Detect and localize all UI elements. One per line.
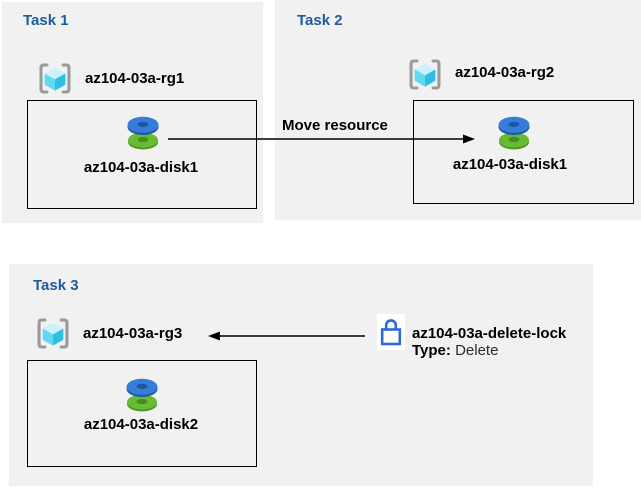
delete-lock-type: Type: Delete: [412, 342, 498, 359]
managed-disk-icon: [120, 375, 164, 413]
managed-disk-icon: [121, 113, 165, 151]
task1-disk-label: az104-03a-disk1: [83, 159, 199, 176]
task2-title: Task 2: [297, 12, 343, 29]
task3-resource-group-label: az104-03a-rg3: [83, 325, 183, 342]
delete-lock-name: az104-03a-delete-lock: [412, 325, 567, 342]
task2-panel: [275, 0, 641, 220]
move-resource-arrow: [168, 133, 475, 145]
task1-panel: [2, 2, 263, 223]
task2-resource-group-label: az104-03a-rg2: [455, 64, 555, 81]
task1-resource-group-label: az104-03a-rg1: [85, 70, 185, 87]
managed-disk-icon: [492, 113, 536, 151]
task2-disk-box: [413, 100, 634, 204]
delete-lock-type-label: Type:: [412, 342, 451, 359]
resource-group-icon: [407, 56, 443, 93]
task3-panel: [9, 264, 593, 486]
task1-disk-box: [27, 100, 257, 209]
move-resource-label: Move resource: [282, 117, 388, 134]
resource-group-icon: [37, 60, 73, 97]
task3-title: Task 3: [33, 277, 79, 294]
task2-disk-label: az104-03a-disk1: [452, 156, 568, 173]
task3-disk-label: az104-03a-disk2: [83, 416, 199, 433]
lock-icon: [380, 317, 402, 347]
delete-lock-type-value: Delete: [455, 342, 499, 359]
resource-group-icon: [35, 315, 71, 352]
task3-disk-box: [27, 360, 257, 467]
delete-lock-arrow: [208, 330, 365, 342]
task1-title: Task 1: [23, 12, 69, 29]
